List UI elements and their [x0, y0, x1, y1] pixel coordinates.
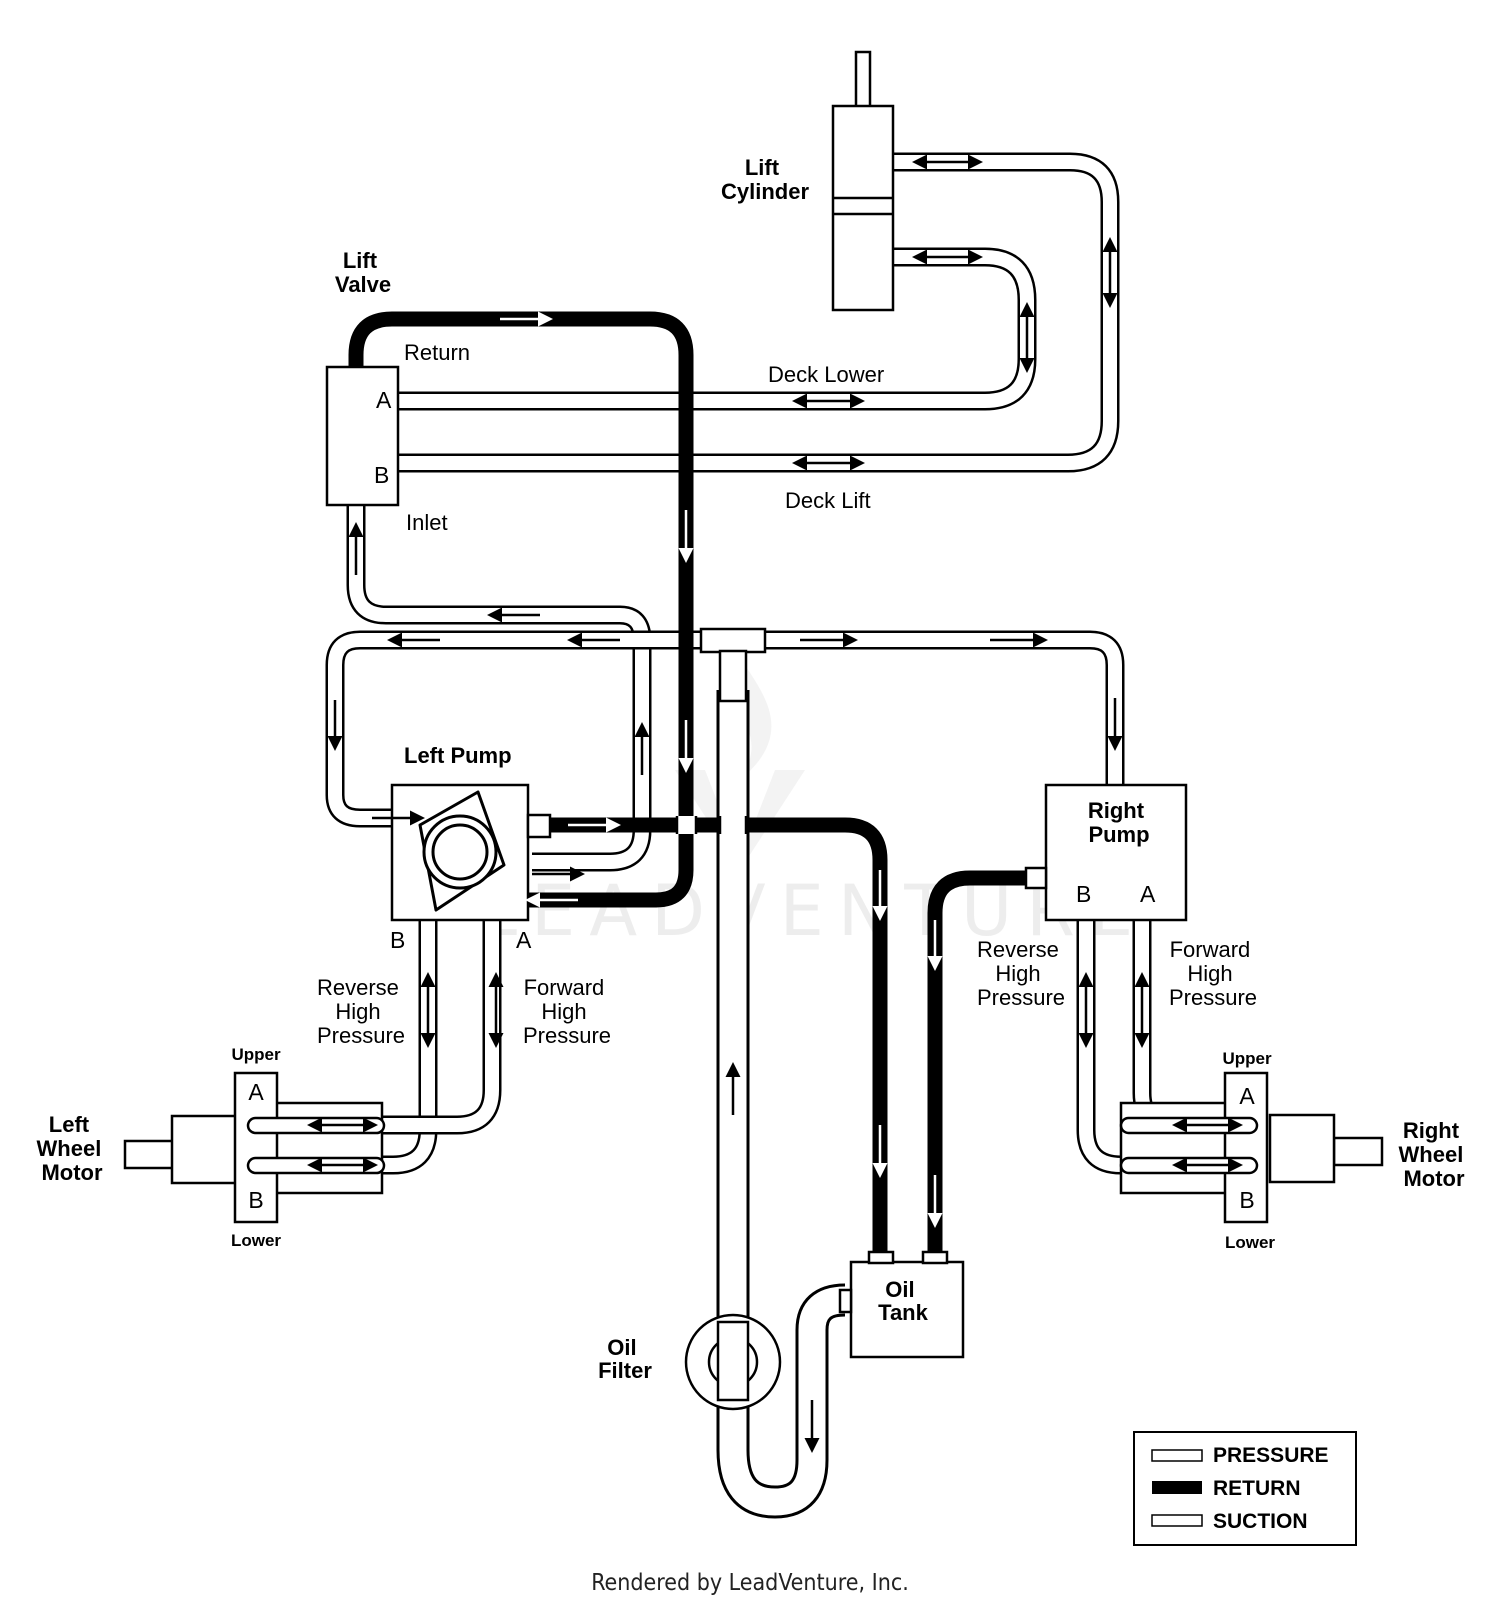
- crossover: [720, 816, 746, 834]
- legend-pressure-label: PRESSURE: [1213, 1444, 1329, 1467]
- oil-tank-label: Oil Tank: [878, 1277, 928, 1325]
- right-motor-port-b: B: [1239, 1187, 1254, 1213]
- footer-credit: Rendered by LeadVenture, Inc.: [591, 1570, 909, 1596]
- left-lower-label: Lower: [231, 1231, 281, 1250]
- oil-tank: [838, 1250, 965, 1359]
- flow-arrows: [307, 154, 1243, 1453]
- return-arrows: [500, 311, 943, 1228]
- deck-lift-label: Deck Lift: [785, 488, 871, 513]
- valve-port-a: A: [376, 387, 392, 413]
- right-forward-label: Forward High Pressure: [1169, 937, 1257, 1010]
- left-pump-port-b: B: [390, 927, 405, 953]
- left-pump: [390, 783, 552, 922]
- lift-valve-label: Lift Valve: [335, 248, 391, 297]
- legend: PRESSURE RETURN SUCTION: [1133, 1431, 1357, 1546]
- right-pump: [1024, 783, 1188, 922]
- right-reverse-label: Reverse High Pressure: [977, 937, 1065, 1010]
- left-pump-port-a: A: [516, 927, 532, 953]
- return-lines: [348, 311, 1030, 1262]
- inlet-label: Inlet: [406, 510, 448, 535]
- left-upper-label: Upper: [231, 1045, 281, 1064]
- left-pump-label: Left Pump: [404, 743, 512, 768]
- legend-return-label: RETURN: [1213, 1477, 1301, 1500]
- lift-cylinder: [831, 50, 895, 312]
- tee-fitting: [699, 627, 767, 703]
- left-motor-port-a: A: [248, 1079, 264, 1105]
- right-pump-port-b: B: [1076, 881, 1091, 907]
- legend-suction-label: SUCTION: [1213, 1510, 1308, 1533]
- lift-valve: [325, 365, 400, 507]
- left-wheel-motor: [123, 1071, 386, 1224]
- oil-filter-label: Oil Filter: [598, 1335, 652, 1383]
- right-lower-label: Lower: [1225, 1233, 1275, 1252]
- right-pump-label: Right Pump: [1088, 798, 1150, 847]
- return-label: Return: [404, 340, 470, 365]
- lift-cylinder-label: Lift Cylinder: [721, 155, 809, 204]
- oil-filter: [684, 1313, 782, 1411]
- deck-lower-label: Deck Lower: [768, 362, 884, 387]
- right-wheel-motor-label: Right Wheel Motor: [1399, 1118, 1470, 1191]
- legend-pressure-swatch: [1151, 1449, 1203, 1462]
- right-motor-port-a: A: [1239, 1083, 1255, 1109]
- legend-suction-swatch: [1151, 1514, 1203, 1527]
- left-motor-port-b: B: [248, 1187, 263, 1213]
- right-pump-port-a: A: [1140, 881, 1156, 907]
- legend-return-swatch: [1152, 1481, 1202, 1494]
- left-forward-label: Forward High Pressure: [523, 975, 611, 1048]
- right-upper-label: Upper: [1222, 1049, 1272, 1068]
- left-wheel-motor-label: Left Wheel Motor: [37, 1112, 108, 1185]
- left-reverse-label: Reverse High Pressure: [317, 975, 405, 1048]
- valve-port-b: B: [374, 462, 389, 488]
